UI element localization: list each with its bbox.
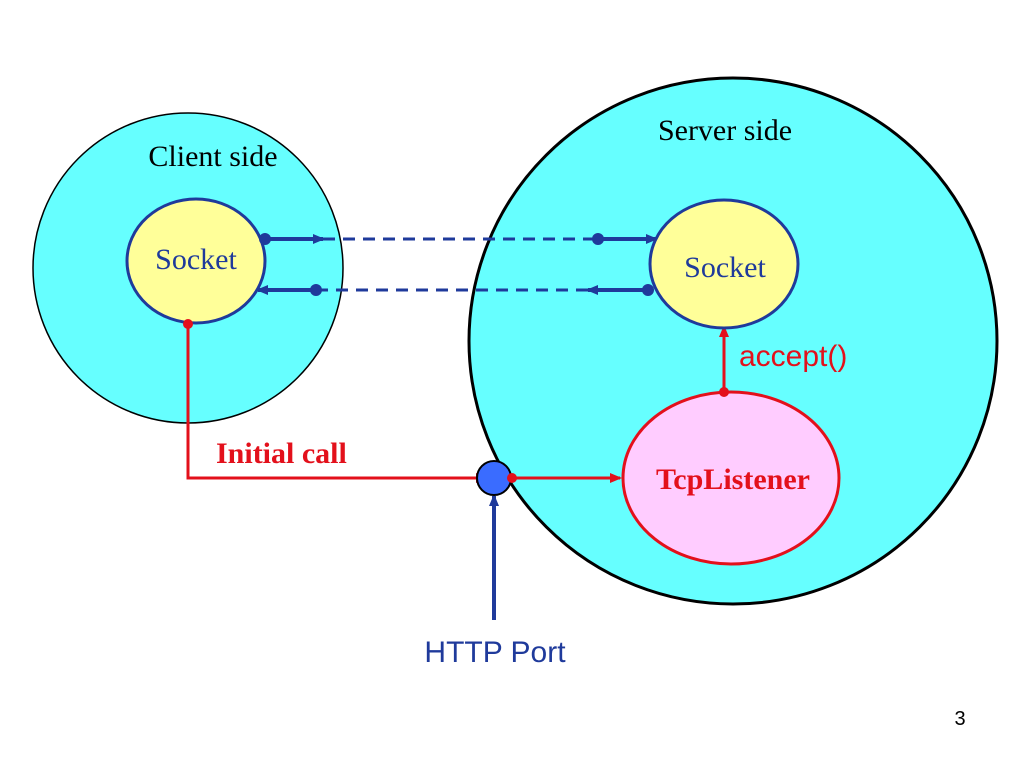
tcp-listener-node — [621, 390, 841, 566]
client-outgoing-dot — [259, 233, 271, 245]
client-socket-red-dot — [183, 319, 193, 329]
listener-top-red-dot — [719, 387, 729, 397]
server-socket-label: Socket — [684, 251, 766, 284]
server-side-region — [467, 76, 999, 606]
server-incoming-dot — [592, 233, 604, 245]
port-red-dot — [507, 473, 517, 483]
http-port-label: HTTP Port — [424, 636, 566, 669]
page-number: 3 — [954, 708, 965, 730]
client-socket-label: Socket — [155, 243, 237, 276]
accept-label: accept() — [739, 340, 847, 373]
client-side-label: Client side — [148, 140, 277, 173]
client-incoming-dot — [310, 284, 322, 296]
server-side-label: Server side — [658, 114, 792, 147]
server-socket-node — [648, 198, 800, 330]
client-socket-node — [125, 197, 267, 325]
server-outgoing-dot — [642, 284, 654, 296]
http-port-node — [476, 460, 512, 496]
tcp-listener-label: TcpListener — [656, 463, 810, 496]
initial-call-label: Initial call — [216, 437, 347, 470]
initial-call-edge — [186, 324, 488, 483]
